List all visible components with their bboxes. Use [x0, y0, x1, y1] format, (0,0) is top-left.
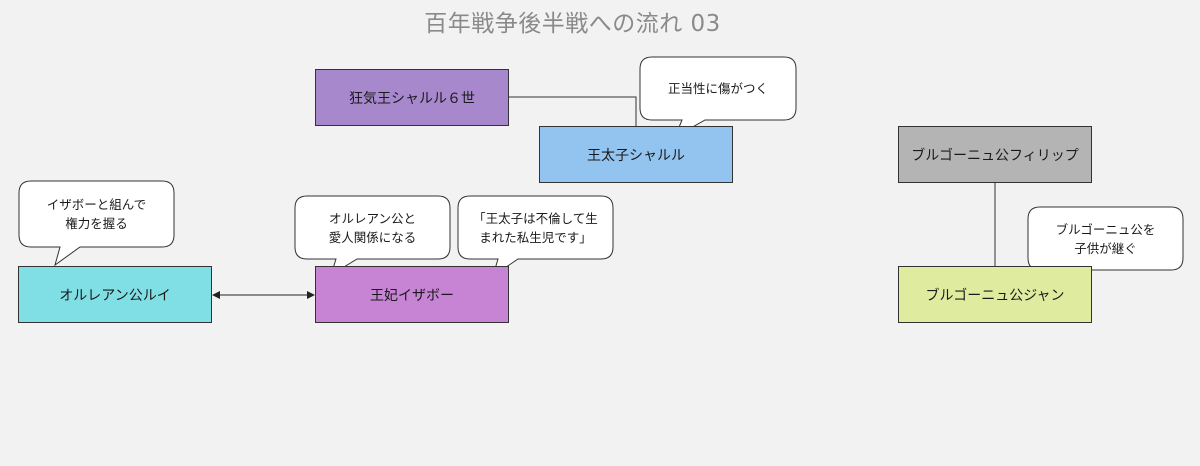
callout-legitimacy-text: 正当性に傷がつく [667, 81, 768, 96]
node-label: オルレアン公ルイ [59, 287, 171, 304]
node-label: ブルゴーニュ公ジャン [925, 287, 1065, 304]
node-dauphin-charles: 王太子シャルル [539, 126, 733, 183]
callout-illegitimate-text: 「王太子は不倫して生 まれた私生児です」 [473, 210, 598, 245]
diagram-title: 百年戦争後半戦への流れ 03 [424, 11, 721, 37]
callout-isabeau-alliance-text: イザボーと組んで 権力を握る [46, 197, 147, 231]
connector-mad-king-to-dauphin [508, 96, 637, 126]
node-orleans-louis: オルレアン公ルイ [18, 266, 212, 323]
node-mad-king-charles-vi: 狂気王シャルル６世 [315, 69, 509, 126]
callout-succession-text: ブルゴーニュ公を 子供が継ぐ [1055, 221, 1156, 256]
node-queen-isabeau: 王妃イザボー [315, 266, 509, 323]
node-label: 狂気王シャルル６世 [349, 90, 475, 107]
callout-bubble-isabeau-alliance [18, 180, 175, 267]
callout-orleans-lover-text: オルレアン公と 愛人関係になる [328, 210, 417, 245]
node-label: 王妃イザボー [370, 287, 454, 304]
node-label: ブルゴーニュ公フィリップ [911, 147, 1079, 164]
node-burgundy-jean: ブルゴーニュ公ジャン [898, 266, 1092, 323]
node-label: 王太子シャルル [587, 147, 685, 164]
node-burgundy-philippe: ブルゴーニュ公フィリップ [898, 126, 1092, 183]
